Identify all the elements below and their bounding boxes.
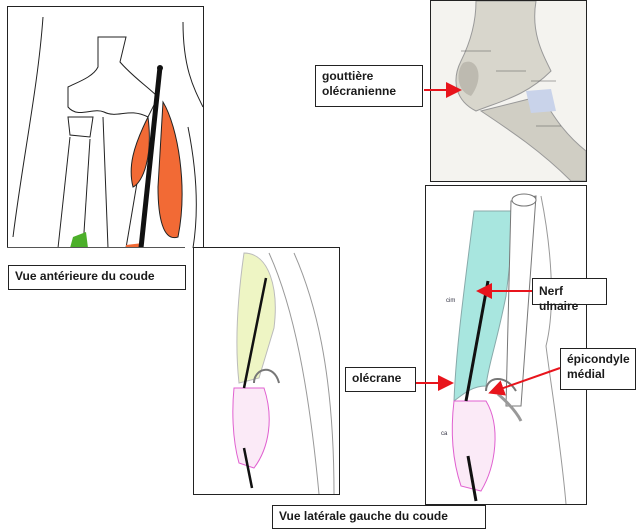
elbow-bone-drawing [431,1,586,181]
olecranon-groove-label: gouttière olécranienne [315,65,423,107]
lateral-view-label: Vue latérale gauche du coude [272,505,486,529]
olecranon-label: olécrane [345,367,416,392]
anterior-view-illustration [7,6,204,248]
anterior-elbow-drawing [12,16,203,248]
anterior-view-label: Vue antérieure du coude [8,265,186,290]
elbow-bone-photo [430,0,587,182]
lateral-elbow-drawing-right [451,193,567,504]
medial-epicondyle-label: épicondyle médial [560,348,636,390]
ca-annotation: ca [441,431,448,437]
ulnar-nerve-label: Nerf ulnaire [532,278,607,313]
lateral-elbow-drawing-left [232,252,335,494]
lateral-view-illustration-right: cim ca [425,185,587,505]
cim-annotation: cim [446,298,456,304]
lateral-view-illustration-left [193,247,340,495]
